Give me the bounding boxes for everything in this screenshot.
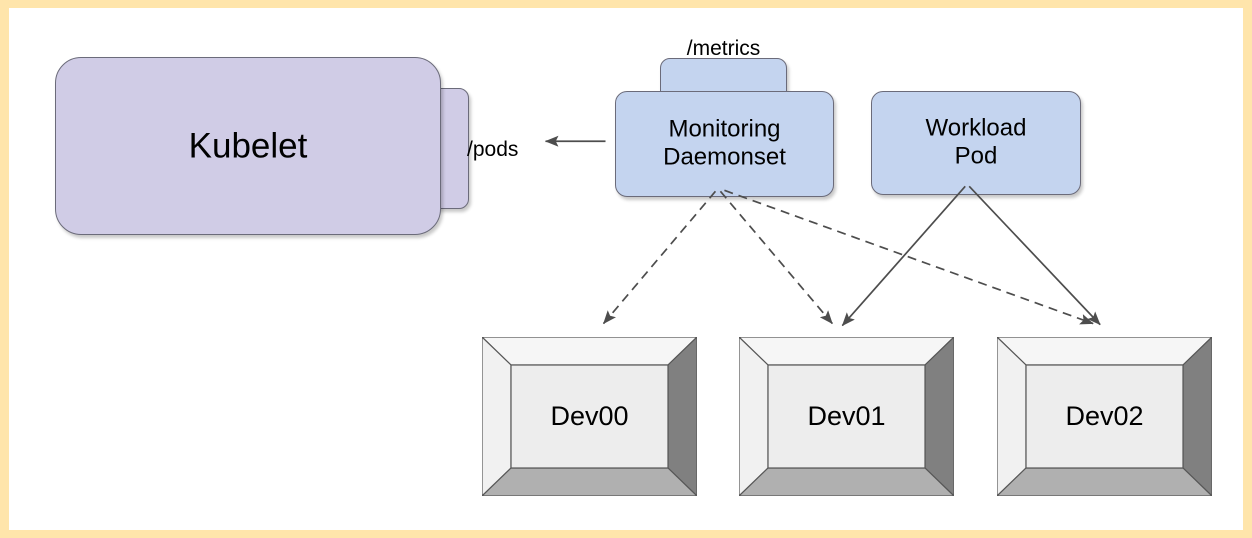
diagram-canvas: Kubelet /metrics Monitoring Daemonset Wo… <box>9 8 1243 530</box>
metrics-endpoint-label: /metrics <box>686 37 761 60</box>
device-3d-box-icon <box>997 337 1212 496</box>
pods-endpoint-label: /pods <box>467 138 519 161</box>
node-device-dev02[interactable]: Dev02 <box>997 337 1212 496</box>
device-3d-box-icon <box>482 337 697 496</box>
kubelet-body <box>55 57 441 235</box>
edge-monitoring-to-dev00 <box>602 190 717 325</box>
node-device-dev00[interactable]: Dev00 <box>482 337 697 496</box>
node-device-dev01[interactable]: Dev01 <box>739 337 954 496</box>
edge-monitoring-to-dev01 <box>719 190 833 325</box>
node-workload-pod[interactable]: Workload Pod <box>871 91 1081 195</box>
edge-workload-to-dev01 <box>841 185 966 327</box>
node-kubelet[interactable]: Kubelet <box>55 57 469 235</box>
monitoring-body: Monitoring Daemonset <box>615 91 834 197</box>
workload-body: Workload Pod <box>871 91 1081 195</box>
monitoring-label: Monitoring Daemonset <box>663 115 786 171</box>
edge-monitoring-to-dev02 <box>724 189 1094 325</box>
node-monitoring-daemonset[interactable]: Monitoring Daemonset <box>615 58 834 202</box>
device-3d-box-icon <box>739 337 954 496</box>
workload-label: Workload Pod <box>925 114 1027 170</box>
edge-workload-to-dev02 <box>968 185 1101 326</box>
